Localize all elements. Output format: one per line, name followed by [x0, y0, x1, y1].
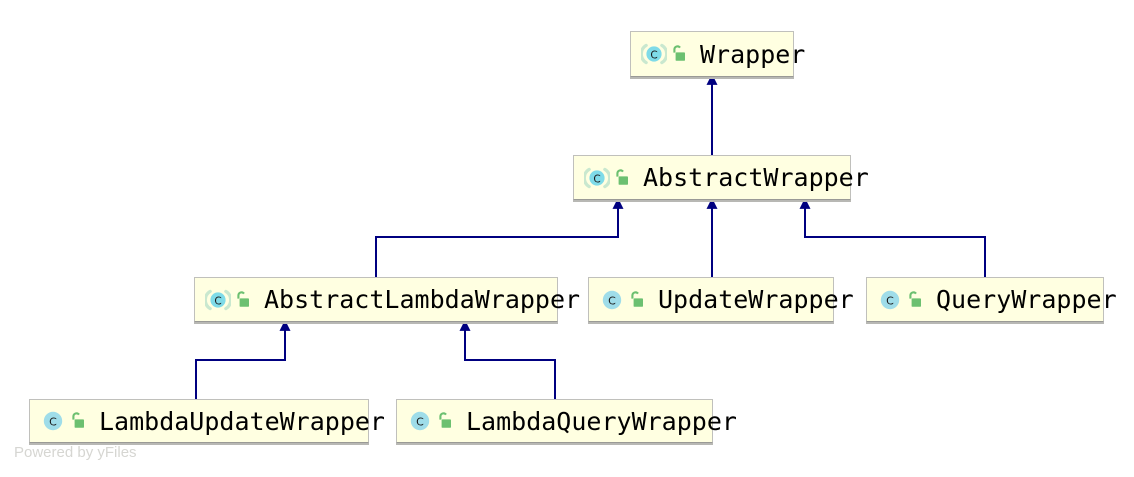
public-unlocked-icon	[906, 290, 924, 310]
svg-text:C: C	[593, 173, 600, 185]
node-icon-group: C	[40, 408, 91, 434]
class-node-query-wrapper[interactable]: C QueryWrapper	[866, 277, 1117, 322]
generalization-edges	[195, 73, 986, 399]
class-node-abstract-lambda-wrapper[interactable]: C AbstractLambdaWrapper	[194, 277, 580, 322]
class-name-label: UpdateWrapper	[658, 285, 854, 314]
public-unlocked-icon	[613, 168, 631, 188]
svg-text:C: C	[214, 295, 221, 307]
abstract-class-icon: C	[205, 287, 231, 313]
edge-querywrapper-abstractwrapper	[799, 197, 986, 277]
svg-text:C: C	[49, 416, 57, 429]
edge-lambdaupdatewrapper-abstractlambdawrapper	[195, 319, 291, 399]
svg-text:C: C	[608, 294, 616, 307]
svg-text:C: C	[416, 416, 424, 429]
svg-text:C: C	[650, 49, 657, 61]
concrete-class-icon: C	[877, 287, 903, 313]
node-icon-group: C	[599, 287, 650, 313]
class-node-lambda-query-wrapper[interactable]: C LambdaQueryWrapper	[396, 399, 737, 443]
abstract-class-icon: C	[584, 165, 610, 191]
class-name-label: AbstractLambdaWrapper	[264, 285, 581, 314]
public-unlocked-icon	[628, 290, 646, 310]
class-node-abstract-wrapper[interactable]: C AbstractWrapper	[573, 155, 869, 200]
class-name-label: LambdaUpdateWrapper	[99, 406, 385, 436]
public-unlocked-icon	[436, 411, 454, 431]
class-node-update-wrapper[interactable]: C UpdateWrapper	[588, 277, 854, 322]
concrete-class-icon: C	[599, 287, 625, 313]
class-node-wrapper[interactable]: C Wrapper	[630, 31, 805, 77]
class-name-label: LambdaQueryWrapper	[466, 406, 737, 436]
edge-abstractlambdawrapper-abstractwrapper	[375, 197, 624, 277]
class-name-label: QueryWrapper	[936, 285, 1117, 314]
concrete-class-icon: C	[407, 408, 433, 434]
public-unlocked-icon	[670, 44, 688, 64]
node-icon-group: C	[584, 165, 635, 191]
node-icon-group: C	[877, 287, 928, 313]
node-icon-group: C	[641, 41, 692, 67]
yfiles-watermark: Powered by yFiles	[14, 444, 137, 461]
public-unlocked-icon	[234, 290, 252, 310]
public-unlocked-icon	[69, 411, 87, 431]
svg-text:C: C	[886, 294, 894, 307]
concrete-class-icon: C	[40, 408, 66, 434]
class-node-lambda-update-wrapper[interactable]: C LambdaUpdateWrapper	[29, 399, 385, 443]
node-icon-group: C	[205, 287, 256, 313]
class-name-label: Wrapper	[700, 39, 806, 69]
class-name-label: AbstractWrapper	[643, 163, 869, 192]
abstract-class-icon: C	[641, 41, 667, 67]
node-icon-group: C	[407, 408, 458, 434]
edge-lambdaquerywrapper-abstractlambdawrapper	[459, 319, 556, 399]
